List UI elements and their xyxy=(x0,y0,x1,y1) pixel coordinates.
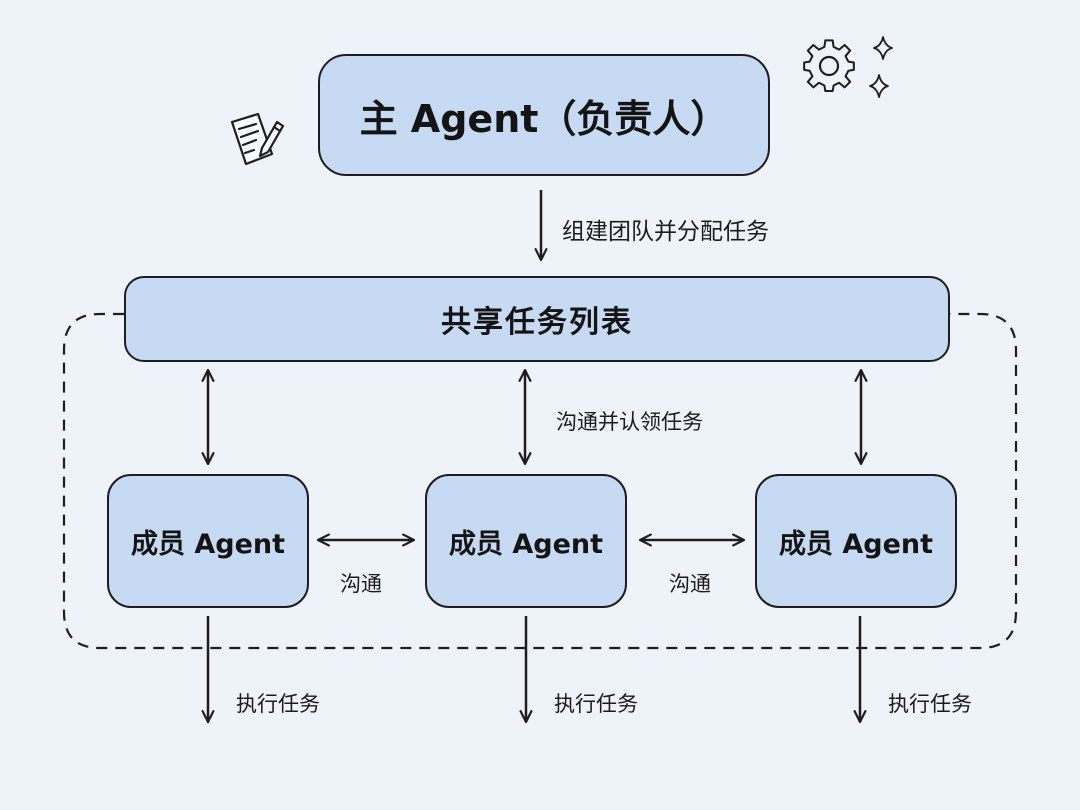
document-pen-icon xyxy=(230,112,285,166)
member-agent-label: 成员 Agent xyxy=(130,528,286,560)
shared-task-list-label: 共享任务列表 xyxy=(441,305,633,340)
execute-edge-label: 执行任务 xyxy=(888,692,972,716)
member-agent-label: 成员 Agent xyxy=(448,528,604,560)
claim-edge-label: 沟通并认领任务 xyxy=(556,410,703,434)
assign-edge-label: 组建团队并分配任务 xyxy=(562,219,769,245)
main-agent-box: 主 Agent（负责人） xyxy=(318,54,770,176)
sparkle-icon xyxy=(869,74,889,98)
member-agent-box: 成员 Agent xyxy=(425,474,627,608)
execute-edge-label: 执行任务 xyxy=(236,692,320,716)
member-agent-label: 成员 Agent xyxy=(778,528,934,560)
main-agent-label: 主 Agent（负责人） xyxy=(359,96,729,141)
communicate-edge-label: 沟通 xyxy=(340,572,382,596)
team-group-boundary xyxy=(62,312,1018,650)
sparkle-icon xyxy=(873,36,893,60)
execute-edge-label: 执行任务 xyxy=(554,692,638,716)
gear-icon xyxy=(803,39,855,93)
shared-task-list-box: 共享任务列表 xyxy=(124,276,950,362)
communicate-edge-label: 沟通 xyxy=(669,572,711,596)
member-agent-box: 成员 Agent xyxy=(107,474,309,608)
member-agent-box: 成员 Agent xyxy=(755,474,957,608)
